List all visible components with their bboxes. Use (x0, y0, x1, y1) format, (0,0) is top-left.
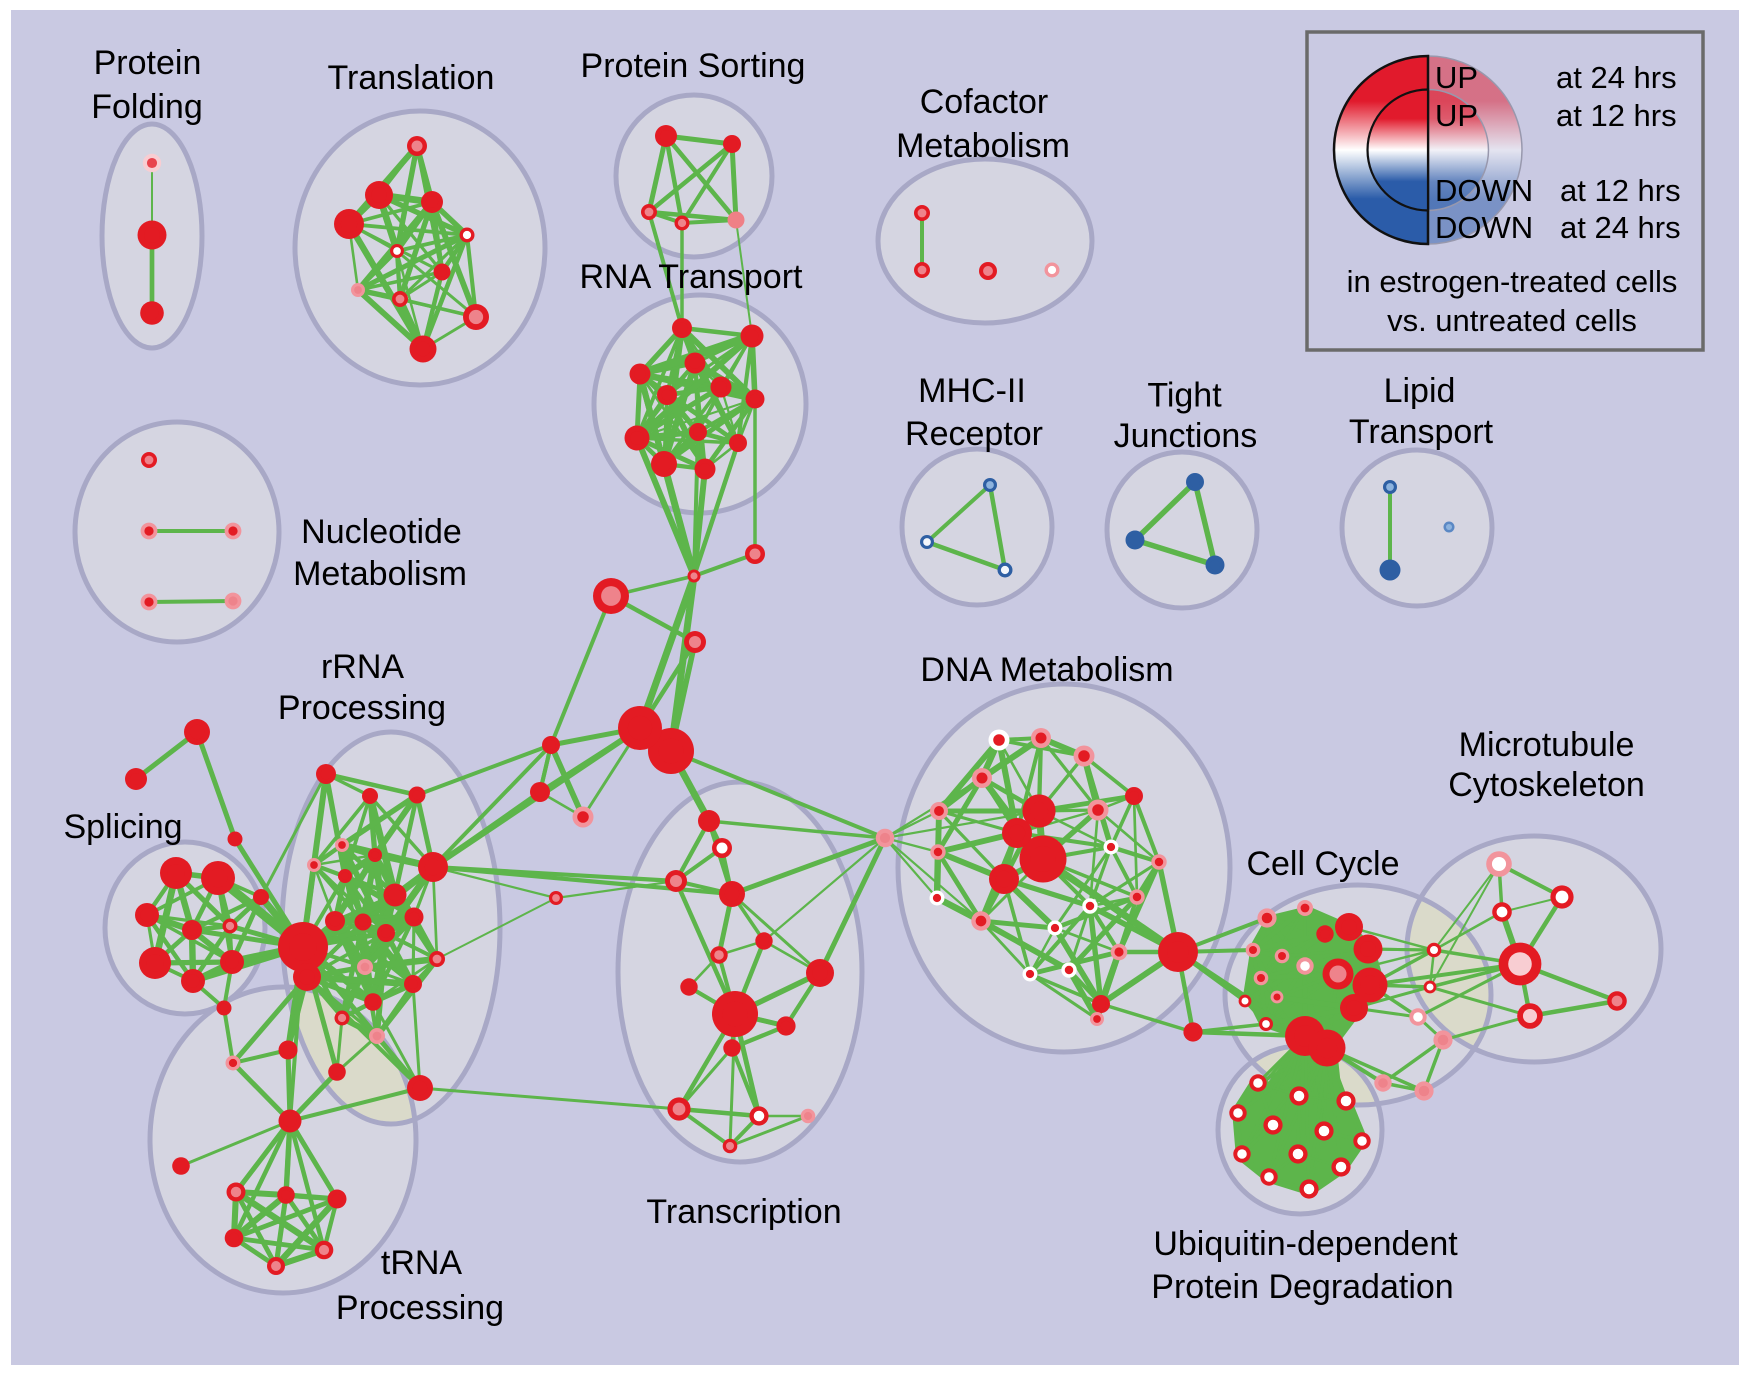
svg-text:Transport: Transport (1349, 413, 1494, 451)
svg-text:DNA Metabolism: DNA Metabolism (920, 651, 1173, 689)
svg-text:MHC-II: MHC-II (918, 372, 1026, 410)
svg-text:rRNA: rRNA (321, 648, 404, 686)
svg-text:Ubiquitin-dependent: Ubiquitin-dependent (1153, 1225, 1458, 1263)
svg-text:Transcription: Transcription (646, 1193, 841, 1231)
svg-text:Receptor: Receptor (905, 415, 1043, 453)
svg-text:Cofactor: Cofactor (920, 83, 1049, 121)
svg-text:vs. untreated cells: vs. untreated cells (1387, 303, 1637, 338)
svg-text:Protein Sorting: Protein Sorting (581, 47, 806, 85)
svg-text:RNA Transport: RNA Transport (580, 258, 804, 296)
svg-text:at 12 hrs: at 12 hrs (1560, 173, 1681, 208)
svg-text:Tight: Tight (1147, 377, 1222, 415)
svg-text:Cytoskeleton: Cytoskeleton (1448, 766, 1645, 804)
svg-text:at 24 hrs: at 24 hrs (1560, 210, 1681, 245)
svg-text:UP: UP (1435, 60, 1478, 95)
svg-text:Protein Degradation: Protein Degradation (1151, 1268, 1453, 1306)
svg-text:Translation: Translation (328, 59, 495, 97)
svg-text:DOWN: DOWN (1435, 173, 1533, 208)
svg-text:Processing: Processing (336, 1289, 504, 1327)
svg-text:at 24 hrs: at 24 hrs (1556, 60, 1677, 95)
svg-text:Nucleotide: Nucleotide (301, 513, 462, 551)
svg-text:DOWN: DOWN (1435, 210, 1533, 245)
svg-text:Metabolism: Metabolism (896, 127, 1070, 165)
svg-text:Processing: Processing (278, 689, 446, 727)
svg-text:Metabolism: Metabolism (293, 555, 467, 593)
svg-text:Microtubule: Microtubule (1459, 726, 1635, 764)
svg-text:at 12 hrs: at 12 hrs (1556, 98, 1677, 133)
svg-text:Splicing: Splicing (63, 808, 182, 846)
svg-text:Folding: Folding (91, 88, 203, 126)
svg-text:Cell Cycle: Cell Cycle (1246, 845, 1399, 883)
svg-text:Lipid: Lipid (1384, 372, 1456, 410)
svg-text:Junctions: Junctions (1114, 417, 1258, 455)
svg-text:tRNA: tRNA (381, 1244, 463, 1282)
svg-text:in estrogen-treated cells: in estrogen-treated cells (1347, 264, 1678, 299)
svg-text:UP: UP (1435, 98, 1478, 133)
svg-text:Protein: Protein (94, 44, 202, 82)
